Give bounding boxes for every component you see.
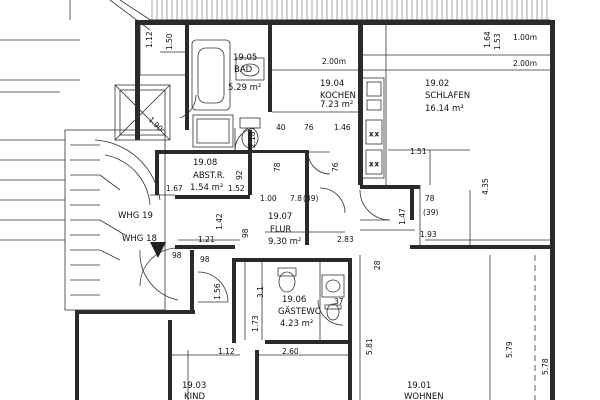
room-area-flur: 9.30 m²	[268, 237, 301, 247]
room-name-kochen: KOCHEN	[320, 91, 356, 101]
room-area-abstr: 1.54 m²	[190, 183, 223, 193]
unit-label-whg18: WHG 18	[122, 234, 157, 244]
dimension-label: 5.78	[541, 358, 550, 375]
dimension-label: 3.1	[256, 286, 265, 298]
dimension-label: 98	[172, 251, 182, 260]
svg-text:x x: x x	[369, 131, 378, 138]
dimension-label: 1.56	[213, 283, 222, 300]
door-swings	[139, 94, 391, 326]
dimension-label: 40	[276, 123, 286, 132]
dimension-label: 1.64	[483, 31, 492, 48]
dimension-label: 76	[304, 123, 314, 132]
dimension-label: 1.52	[228, 184, 245, 193]
roof-hatching	[150, 0, 550, 21]
room-name-wohnen: WOHNEN	[404, 392, 444, 400]
unit-label-whg19: WHG 19	[118, 211, 153, 221]
room-number-abstr: 19.08	[193, 158, 217, 168]
dimension-label: 2.60	[282, 347, 299, 356]
dimension-label: 1.53	[493, 33, 502, 50]
dimension-label: 1.12	[218, 347, 235, 356]
dimension-label: 78	[425, 194, 435, 203]
unit-marker	[150, 242, 166, 258]
dimension-label: 1.73	[251, 315, 260, 332]
room-area-bad: 5.29 m²	[228, 83, 261, 93]
dimension-label: 1.42	[215, 213, 224, 230]
staircase	[0, 129, 166, 311]
dimension-label: 2.83	[337, 235, 354, 244]
room-number-flur: 19.07	[268, 212, 292, 222]
dimension-label: 92	[235, 170, 244, 180]
dimension-label: 37	[334, 297, 344, 306]
dimension-label: 2.00m	[322, 57, 346, 66]
interior-lines	[114, 20, 555, 400]
bathtub	[191, 39, 231, 111]
dimension-label: 98	[200, 255, 210, 264]
dimension-label: (39)	[423, 208, 438, 217]
dimension-label: 1.93	[420, 230, 437, 239]
wc-fixtures	[277, 267, 345, 321]
room-name-kind: KIND	[184, 392, 205, 400]
dimension-label: 1.00	[260, 194, 277, 203]
room-number-schlafen: 19.02	[425, 79, 449, 89]
room-number-bad: 19.05	[233, 53, 257, 63]
dimension-label: (39)	[303, 194, 318, 203]
shower	[192, 114, 234, 148]
dimension-labels: 1.12 1.50 2.00m 1.64 1.00m 1.53 2.00m 40…	[145, 31, 550, 375]
sink	[235, 57, 265, 81]
dimension-label: 1.21	[198, 235, 215, 244]
room-name-abstr: ABST.R.	[193, 171, 225, 181]
dimension-label: 7.8	[290, 194, 302, 203]
room-number-kind: 19.03	[182, 381, 206, 391]
dimension-label: 78	[273, 162, 282, 172]
kitchen-counter: x x x x	[361, 77, 385, 179]
dimension-label: 2.18	[248, 131, 257, 148]
dimension-label: 28	[373, 260, 382, 270]
dimension-label: 1.90	[147, 115, 165, 133]
walls	[75, 20, 555, 400]
dimension-label: 1.12	[145, 31, 154, 48]
dimension-label: 76	[331, 162, 340, 172]
room-name-gaestewc: GÄSTEWC	[278, 306, 321, 317]
room-area-kochen: 7.23 m²	[320, 100, 353, 110]
dimension-label: 5.81	[365, 338, 374, 355]
dimension-label: 1.67	[166, 184, 183, 193]
dimension-label: 98	[241, 228, 250, 238]
toilet	[239, 117, 261, 149]
room-number-kochen: 19.04	[320, 79, 344, 89]
room-name-flur: FLUR	[270, 225, 291, 235]
dimension-label: 1.00m	[513, 33, 537, 42]
svg-text:x x: x x	[369, 161, 378, 168]
dimension-label: 2.00m	[513, 59, 537, 68]
room-number-gaestewc: 19.06	[282, 295, 306, 305]
room-area-gaestewc: 4.23 m²	[280, 319, 313, 329]
room-area-schlafen: 16.14 m²	[425, 104, 464, 114]
room-name-bad: BAD	[234, 65, 253, 75]
dimension-label: 1.51	[410, 147, 427, 156]
room-name-schlafen: SCHLAFEN	[425, 91, 470, 101]
dimension-label: 1.47	[398, 208, 407, 225]
dimension-label: 5.79	[505, 341, 514, 358]
room-labels: 19.05 BAD 5.29 m² 19.04 KOCHEN 7.23 m² 1…	[118, 53, 470, 400]
corner-lines	[0, 0, 159, 93]
dimension-label: 4.35	[481, 178, 490, 195]
room-number-wohnen: 19.01	[407, 381, 431, 391]
dimension-label: 1.46	[334, 123, 351, 132]
dimension-label: 1.50	[165, 33, 174, 50]
